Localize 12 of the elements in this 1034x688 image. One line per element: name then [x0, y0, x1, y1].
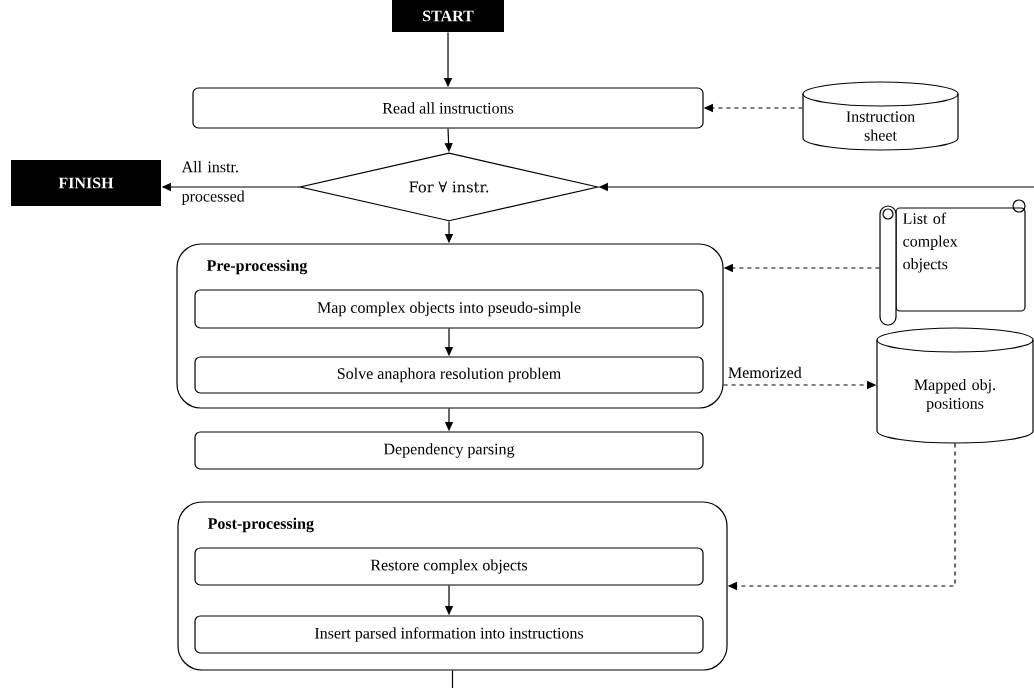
terminal-box: FINISH: [11, 160, 161, 206]
process-box: Restore complex objects: [194, 547, 704, 586]
terminal-box: START: [392, 0, 504, 32]
process-box: Read all instructions: [192, 87, 704, 129]
database-cylinder: Mapped obj. positions: [876, 327, 1034, 444]
process-box: Insert parsed information into instructions: [194, 615, 704, 654]
process-box: Map complex objects into pseudo-simple: [194, 289, 704, 329]
database-cylinder: Instruction sheet: [802, 81, 959, 151]
edge-label: Memorized: [726, 365, 803, 380]
edge-label: All instr. processed: [181, 161, 245, 205]
process-box: Dependency parsing: [194, 431, 704, 470]
process-box: Solve anaphora resolution problem: [194, 356, 704, 394]
